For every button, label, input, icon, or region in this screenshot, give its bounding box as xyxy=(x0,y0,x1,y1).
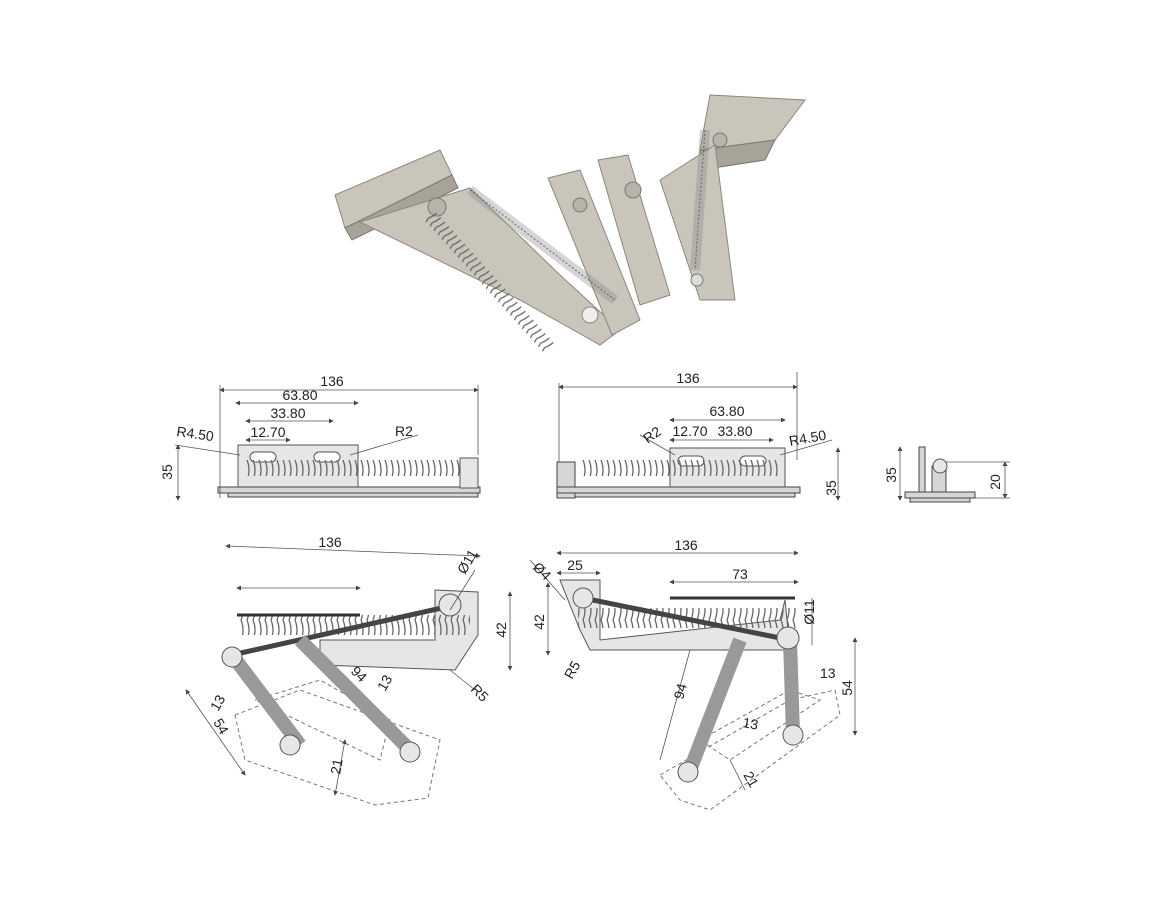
dim-overall-length: 136 xyxy=(676,370,700,386)
dim-overall-length: 136 xyxy=(320,373,344,389)
dim-corner-radius: R5 xyxy=(468,681,492,705)
dim-spring-span: 73 xyxy=(732,566,748,582)
dim-arm-length: 94 xyxy=(670,681,690,700)
dim-hole-spacing: 33.80 xyxy=(270,405,305,421)
dim-arm-width-b: 13 xyxy=(820,665,836,681)
side-view-left: 136 63.80 33.80 12.70 R4.50 R2 35 xyxy=(159,373,481,501)
dim-plate-width: 21 xyxy=(327,757,345,775)
hinge-right-photo xyxy=(597,94,806,306)
dim-height: 35 xyxy=(159,464,175,480)
dim-slot-radius: R4.50 xyxy=(788,427,828,449)
dim-plate-width: 21 xyxy=(740,769,762,791)
dim-overall-length: 136 xyxy=(674,537,698,553)
dim-corner-radius: R5 xyxy=(561,658,584,682)
dim-edge-radius: R2 xyxy=(640,423,664,446)
dim-hole-diameter: Ø4 xyxy=(530,559,555,584)
dim-slot-length: 12.70 xyxy=(250,424,285,440)
open-view-left: 136 Ø11 42 R5 94 13 13 54 21 xyxy=(185,534,513,806)
dim-pivot-height: 20 xyxy=(987,474,1003,490)
dim-bracket-height: 42 xyxy=(531,614,547,630)
end-view: 35 20 xyxy=(883,446,1010,503)
dim-hole-spacing: 33.80 xyxy=(717,423,752,439)
dim-link-length: 54 xyxy=(839,680,855,696)
dim-arm-width-a: 13 xyxy=(741,714,759,732)
dim-slot-radius: R4.50 xyxy=(176,423,215,444)
dim-height: 35 xyxy=(883,467,899,483)
dim-overall-length: 136 xyxy=(318,534,342,550)
dim-offset: 25 xyxy=(567,557,583,573)
dim-slot-span: 63.80 xyxy=(282,387,317,403)
dim-edge-radius: R2 xyxy=(395,423,413,439)
dim-height: 35 xyxy=(823,480,839,496)
dim-slot-length: 12.70 xyxy=(672,423,707,439)
dim-pivot-diameter: Ø11 xyxy=(801,599,817,625)
dim-bracket-height: 42 xyxy=(493,622,509,638)
dim-arm-width-b: 13 xyxy=(374,672,396,694)
hinge-left-photo xyxy=(334,149,641,353)
dim-pivot-diameter: Ø11 xyxy=(454,546,481,576)
open-view-right: 136 Ø4 25 73 Ø11 42 R5 94 13 13 54 21 xyxy=(529,537,858,811)
side-view-right: 136 63.80 12.70 33.80 R2 R4.50 35 xyxy=(556,370,841,501)
product-photo xyxy=(334,94,806,353)
dim-slot-span: 63.80 xyxy=(709,403,744,419)
dim-arm-width-a: 13 xyxy=(207,692,229,714)
dim-link-length: 54 xyxy=(210,716,232,738)
